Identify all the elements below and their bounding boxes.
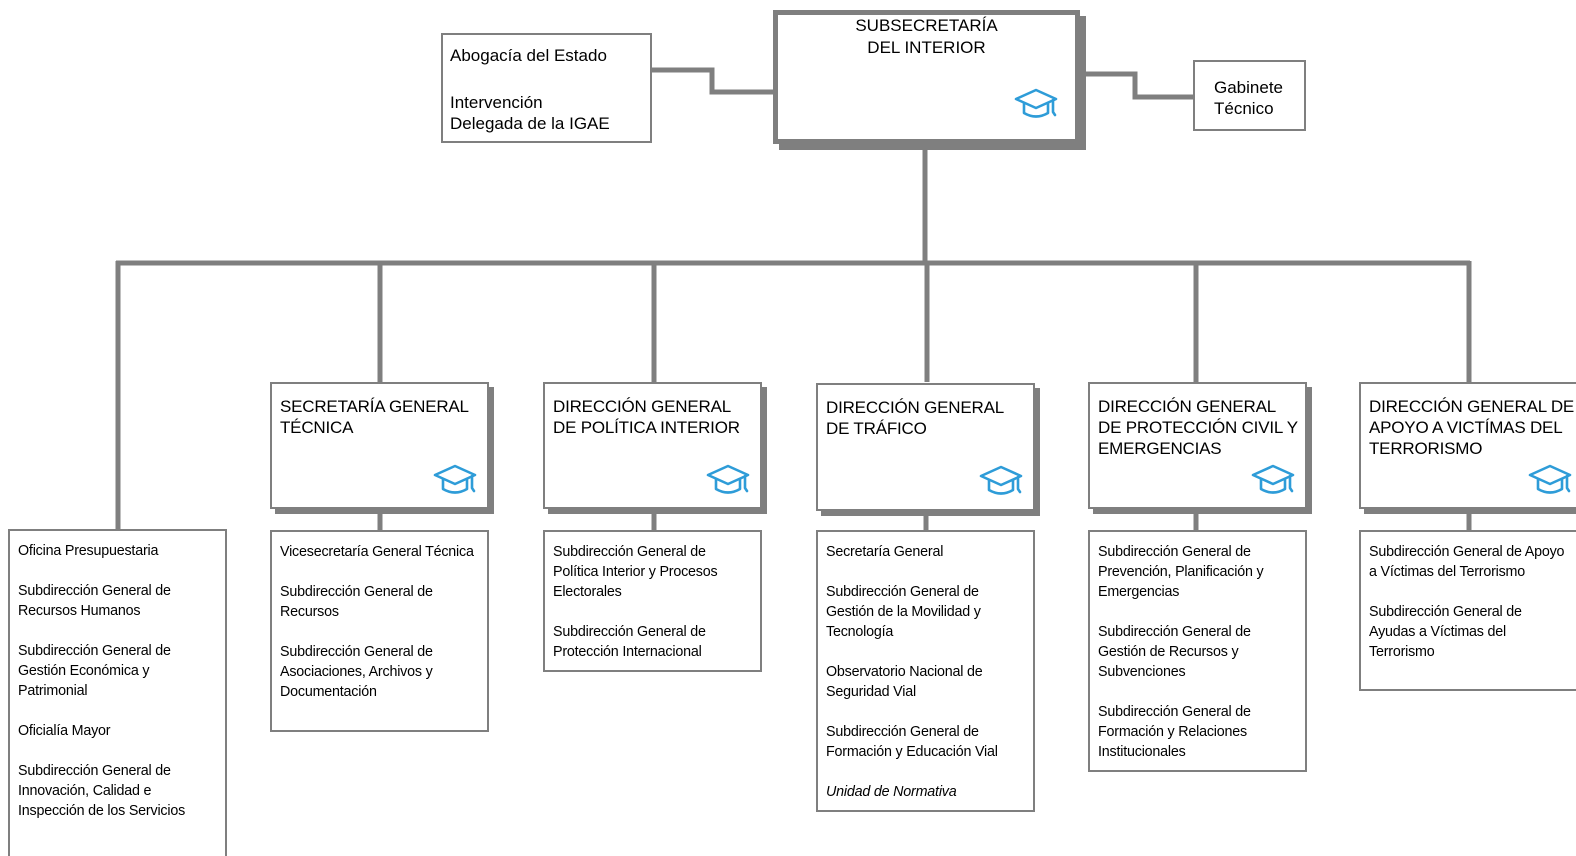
head-title-line-1: SUBSECRETARÍA	[855, 16, 998, 35]
unit-list: Subdirección General de Política Interio…	[553, 542, 754, 682]
unit-box-proteccion-civil: DIRECCIÓN GENERAL DE PROTECCIÓN CIVIL Y …	[1088, 382, 1307, 509]
intervencion-label: Intervención Delegada de la IGAE	[450, 93, 610, 133]
list-item: Subdirección General de Prevención, Plan…	[1098, 544, 1264, 600]
oficina-list-box: Oficina Presupuestaria Subdirección Gene…	[8, 529, 227, 856]
list-item: Subdirección General de Recursos Humanos	[18, 583, 171, 619]
list-item: Subdirección General de Gestión Económic…	[18, 643, 171, 699]
unit-list: Secretaría General Subdirección General …	[826, 542, 1027, 822]
list-item: Subdirección General de Apoyo a Víctimas…	[1369, 544, 1565, 580]
list-item: Secretaría General	[826, 544, 944, 560]
list-item: Subdirección General de Gestión de Recur…	[1098, 624, 1251, 680]
list-item: Unidad de Normativa	[826, 784, 957, 800]
list-item: Oficialía Mayor	[18, 723, 111, 739]
unit-list: Vicesecretaría General Técnica Subdirecc…	[280, 542, 481, 722]
unit-box-politica-interior: DIRECCIÓN GENERAL DE POLÍTICA INTERIOR	[543, 382, 762, 509]
unit-title: DIRECCIÓN GENERAL DE PROTECCIÓN CIVIL Y …	[1098, 397, 1298, 458]
list-item: Subdirección General de Innovación, Cali…	[18, 763, 186, 819]
graduation-cap-icon	[979, 465, 1023, 495]
unit-title: DIRECCIÓN GENERAL DE POLÍTICA INTERIOR	[553, 397, 740, 437]
graduation-cap-icon	[706, 464, 750, 494]
unit-list-box-trafico: Secretaría General Subdirección General …	[816, 530, 1035, 812]
gabinete-label: Gabinete Técnico	[1214, 78, 1283, 118]
unit-title: DIRECCIÓN GENERAL DE TRÁFICO	[826, 398, 1004, 438]
unit-title: SECRETARÍA GENERAL TÉCNICA	[280, 397, 469, 437]
list-item: Subdirección General de Asociaciones, Ar…	[280, 644, 433, 700]
list-item: Subdirección General de Gestión de la Mo…	[826, 584, 981, 640]
head-title: SUBSECRETARÍA DEL INTERIOR	[778, 15, 1075, 59]
unit-list: Subdirección General de Apoyo a Víctimas…	[1369, 542, 1570, 682]
gabinete-box: Gabinete Técnico	[1193, 60, 1306, 131]
graduation-cap-icon	[1251, 464, 1295, 494]
list-item: Oficina Presupuestaria	[18, 543, 159, 559]
unit-list-box-secretaria-general-tecnica: Vicesecretaría General Técnica Subdirecc…	[270, 530, 489, 732]
list-item: Observatorio Nacional de Seguridad Vial	[826, 664, 983, 700]
abogacia-label: Abogacía del Estado	[450, 46, 607, 65]
unit-list: Subdirección General de Prevención, Plan…	[1098, 542, 1299, 782]
graduation-cap-icon	[1014, 88, 1058, 118]
head-box: SUBSECRETARÍA DEL INTERIOR	[773, 10, 1080, 144]
graduation-cap-icon	[433, 464, 477, 494]
unit-title: DIRECCIÓN GENERAL DE APOYO A VICTÍMAS DE…	[1369, 397, 1575, 458]
list-item: Subdirección General de Formación y Educ…	[826, 724, 998, 760]
head-title-line-2: DEL INTERIOR	[867, 38, 986, 57]
list-item: Subdirección General de Formación y Rela…	[1098, 704, 1251, 760]
oficina-list: Oficina Presupuestaria Subdirección Gene…	[18, 541, 219, 841]
unit-box-trafico: DIRECCIÓN GENERAL DE TRÁFICO	[816, 383, 1035, 511]
unit-list-box-apoyo-victimas: Subdirección General de Apoyo a Víctimas…	[1359, 530, 1576, 691]
list-item: Subdirección General de Ayudas a Víctima…	[1369, 604, 1522, 660]
unit-list-box-proteccion-civil: Subdirección General de Prevención, Plan…	[1088, 530, 1307, 772]
unit-list-box-politica-interior: Subdirección General de Política Interio…	[543, 530, 762, 672]
abogacia-box: Abogacía del Estado Intervención Delegad…	[441, 33, 652, 143]
list-item: Subdirección General de Recursos	[280, 584, 433, 620]
list-item: Vicesecretaría General Técnica	[280, 544, 474, 560]
graduation-cap-icon	[1528, 464, 1572, 494]
list-item: Subdirección General de Política Interio…	[553, 544, 718, 600]
unit-box-apoyo-victimas: DIRECCIÓN GENERAL DE APOYO A VICTÍMAS DE…	[1359, 382, 1576, 509]
list-item: Subdirección General de Protección Inter…	[553, 624, 706, 660]
unit-box-secretaria-general-tecnica: SECRETARÍA GENERAL TÉCNICA	[270, 382, 489, 509]
